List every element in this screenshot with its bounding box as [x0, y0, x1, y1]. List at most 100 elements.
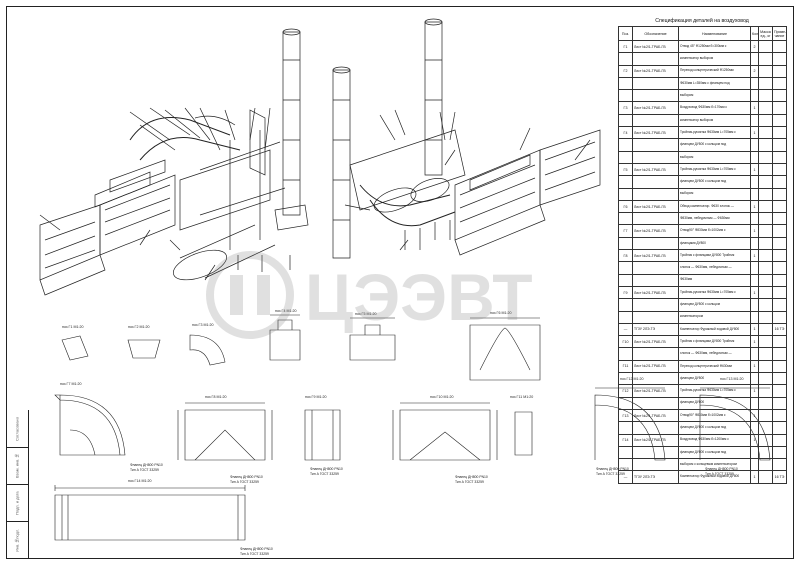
spec-grid: Поз. Обозначение Наименование Кол. Масса… [618, 26, 787, 484]
spec-cell-note [772, 347, 787, 361]
spec-header-cell: Кол. [750, 26, 759, 41]
spec-cell-note [772, 285, 787, 300]
detail-g11 [514, 411, 533, 456]
spec-cell-desig: Лист №2/1-ТРАБ-ГВ [632, 64, 679, 78]
spec-cell-note [772, 310, 787, 324]
spec-cell-pos [618, 298, 633, 312]
spec-row: выбором [618, 150, 787, 164]
spec-cell-name: хлопок — Ф630мм, лебедочным — [678, 347, 751, 361]
detail-g3 [189, 334, 226, 366]
detail-g6 [469, 324, 541, 381]
spec-cell-name: Отвод 45° Ф1250мм б=300мм с [678, 39, 751, 54]
spec-cell-qty [750, 396, 759, 410]
flange-note: Фланец ДН800 РN10 [230, 475, 263, 479]
spec-cell-name: хлопок — Ф630мм, лебедочным — [678, 261, 751, 275]
spec-cell-note [772, 175, 787, 189]
detail-label: поз Г14 М1:20 [128, 479, 151, 483]
spec-cell-pos [618, 261, 633, 275]
spec-cell-qty [750, 89, 759, 103]
spec-cell-pos [618, 150, 633, 164]
detail-label: поз Г7 М1:20 [60, 382, 81, 386]
spec-cell-note [772, 458, 787, 472]
spec-cell-mass [758, 64, 773, 78]
spec-cell-pos [618, 175, 633, 189]
spec-cell-name: компенсатором [678, 310, 751, 324]
spec-cell-note [772, 249, 787, 263]
spec-cell-note [772, 138, 787, 152]
spec-row: фланцем ДУ800 с кольцом под [618, 138, 787, 152]
spec-cell-name: Переход концентрический Ф630мм [678, 359, 751, 374]
spec-cell-name: Отвод90° Ф830мм б=1002мм с [678, 224, 751, 238]
stack-left [282, 31, 301, 216]
spec-row: компенсатором [618, 310, 787, 324]
spec-cell-mass [758, 335, 773, 349]
spec-cell-pos [618, 445, 633, 460]
flange-note: Тип А ГОСТ 33259 [596, 472, 625, 476]
flange-note: Фланец ДН800 РN10 [310, 467, 343, 471]
spec-cell-qty [750, 421, 759, 435]
spec-cell-qty: 1 [750, 126, 759, 140]
spec-cell-pos: Г10 [618, 335, 633, 349]
spec-cell-desig [632, 372, 679, 386]
flange-note: Тип А ГОСТ 33259 [230, 480, 259, 484]
spec-cell-mass [758, 408, 773, 423]
spec-cell-qty [750, 150, 759, 164]
spec-cell-desig: Лист №2/1-ТРАБ-ГВ [632, 224, 679, 238]
spec-cell-qty: 2 [750, 39, 759, 54]
spec-cell-name: Тройник-рукоятка Ф630мм L=705мм с [678, 285, 751, 300]
duct-horizontal [179, 149, 271, 231]
spec-cell-mass [758, 298, 773, 312]
spec-cell-note [772, 372, 787, 386]
spec-cell-name: фланцем ДУ800 [678, 372, 751, 386]
generator-left-end [39, 204, 101, 281]
spec-cell-pos [618, 396, 633, 410]
spec-row: выбором [618, 187, 787, 201]
spec-cell-pos [618, 372, 633, 386]
spec-cell-mass [758, 52, 773, 66]
spec-row: Ф830мм, лебедочным — Ф630мм [618, 212, 787, 226]
detail-g14 [54, 494, 246, 541]
detail-label: поз Г3 М1:20 [192, 323, 213, 327]
flange-note: Тип А ГОСТ 33259 [240, 552, 269, 556]
spec-cell-note [772, 199, 787, 214]
spec-header-cell: Приме-чание [772, 26, 787, 41]
spec-header-cell: Поз. [618, 26, 633, 41]
spec-cell-qty [750, 445, 759, 460]
isometric-left [39, 28, 309, 296]
spec-cell-note [772, 359, 787, 374]
spec-cell-qty: 1 [750, 384, 759, 398]
spec-cell-name: выбором [678, 187, 751, 201]
spec-cell-mass [758, 359, 773, 374]
spec-cell-desig: Лист №2/1-ТРАБ-ГВ [632, 101, 679, 115]
spec-row: Ф630мм [618, 273, 787, 287]
spec-cell-desig [632, 298, 679, 312]
spec-cell-name: выбором [678, 150, 751, 164]
spec-cell-desig [632, 236, 679, 251]
spec-cell-name: фланцем ДУ800 [678, 396, 751, 410]
spec-cell-note [772, 433, 787, 447]
generator-right-end [539, 129, 601, 206]
spec-cell-pos [618, 421, 633, 435]
spec-cell-mass [758, 89, 773, 103]
spec-row: Ф630мм L=350мм с фланцем под [618, 76, 787, 91]
spec-cell-qty: 1 [750, 249, 759, 263]
spec-cell-qty [750, 187, 759, 201]
spec-row: хлопок — Ф630мм, лебедочным — [618, 347, 787, 361]
spec-cell-pos [618, 52, 633, 66]
spec-cell-mass [758, 433, 773, 447]
spec-cell-mass [758, 396, 773, 410]
spec-cell-desig [632, 138, 679, 152]
spec-cell-pos: Г13 [618, 408, 633, 423]
spec-cell-qty: 1 [750, 322, 759, 337]
spec-cell-qty: 1 [750, 199, 759, 214]
detail-label: поз Г10 М1:20 [430, 395, 453, 399]
spec-cell-pos [618, 113, 633, 128]
spec-cell-mass [758, 175, 773, 189]
